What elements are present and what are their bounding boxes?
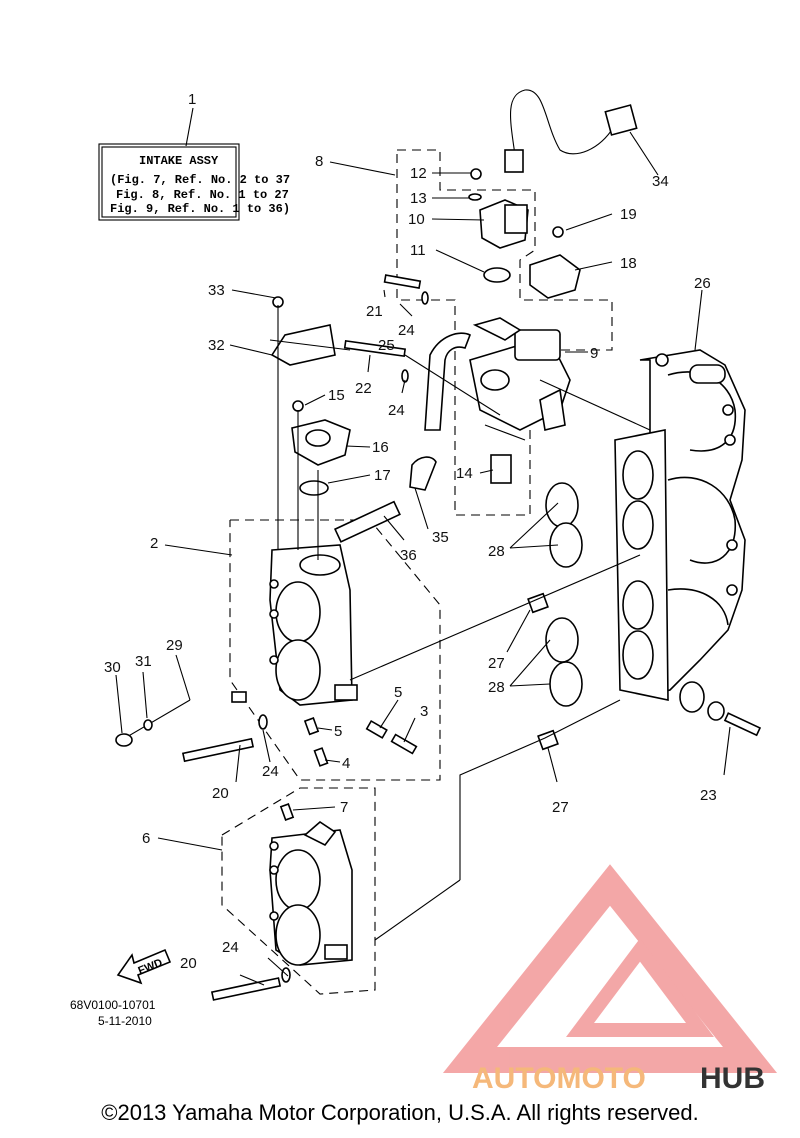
callout-19: 19 (620, 206, 637, 223)
intake-assy-legend: INTAKE ASSY (Fig. 7, Ref. No. 2 to 37 Fi… (98, 143, 290, 221)
sensor-10 (479, 199, 529, 283)
callout-25: 25 (378, 337, 395, 354)
callout-17: 17 (374, 467, 391, 484)
idle-valve-assembly (469, 317, 571, 441)
callout-5-right: 5 (394, 684, 402, 701)
callout-30: 30 (104, 659, 121, 676)
fwd-arrow: FWD (116, 948, 172, 985)
intake-manifold (614, 349, 746, 701)
leader-lines (115, 107, 731, 986)
callout-11: 11 (410, 242, 426, 259)
callout-31: 31 (135, 653, 152, 670)
callout-24-b: 24 (388, 402, 405, 419)
callout-22: 22 (355, 380, 372, 397)
callout-8: 8 (315, 153, 323, 170)
fasteners (115, 168, 762, 1001)
callout-2: 2 (150, 535, 158, 552)
callout-23: 23 (700, 787, 717, 804)
callout-16: 16 (372, 439, 389, 456)
callout-6: 6 (142, 830, 150, 847)
sensor-16 (291, 419, 351, 496)
callout-24-c: 24 (262, 763, 279, 780)
callout-20-lower: 20 (180, 955, 197, 972)
callout-1: 1 (188, 91, 196, 108)
callout-35: 35 (432, 529, 449, 546)
assembly-lines (269, 305, 651, 941)
callout-3: 3 (420, 703, 428, 720)
callout-13: 13 (410, 190, 427, 207)
callout-numbers: 1 2 3 4 5 5 6 7 8 9 10 11 12 13 14 15 16… (104, 91, 717, 972)
throttle-body-lower (269, 820, 353, 966)
callout-21: 21 (366, 303, 383, 320)
callout-28-a: 28 (488, 543, 505, 560)
callout-33: 33 (208, 282, 225, 299)
watermark-text-left: AUTOMOTO (472, 1062, 646, 1095)
callout-28-b: 28 (488, 679, 505, 696)
callout-26: 26 (694, 275, 711, 292)
legend-line-2: Fig. 8, Ref. No. 1 to 27 (116, 188, 289, 202)
bracket-32 (270, 324, 336, 366)
watermark-text-right: HUB (700, 1062, 765, 1095)
callout-7: 7 (340, 799, 348, 816)
drawing-code: 68V0100-10701 (70, 998, 156, 1012)
callout-34: 34 (652, 173, 669, 190)
callout-32: 32 (208, 337, 225, 354)
hoses (333, 332, 472, 543)
callout-29: 29 (166, 637, 183, 654)
callout-24-a: 24 (398, 322, 415, 339)
o-rings-28 (545, 482, 583, 707)
legend-title: INTAKE ASSY (139, 154, 219, 168)
legend-line-3: Fig. 9, Ref. No. 1 to 36) (110, 202, 290, 216)
callout-36: 36 (400, 547, 417, 564)
watermark-logo (442, 864, 778, 1073)
callout-5-left: 5 (334, 723, 342, 740)
callout-27-b: 27 (552, 799, 569, 816)
callout-4: 4 (342, 755, 350, 772)
sensor-18 (529, 254, 581, 299)
callout-12: 12 (410, 165, 427, 182)
callout-14: 14 (456, 465, 473, 482)
callout-20-upper: 20 (212, 785, 229, 802)
callout-9: 9 (590, 345, 598, 362)
callout-15: 15 (328, 387, 345, 404)
callout-10: 10 (408, 211, 425, 228)
callout-24-d: 24 (222, 939, 239, 956)
callout-27-a: 27 (488, 655, 505, 672)
drawing-date: 5-11-2010 (98, 1014, 152, 1028)
copyright-notice: ©2013 Yamaha Motor Corporation, U.S.A. A… (101, 1100, 699, 1125)
throttle-body-upper (269, 544, 358, 706)
wire-harness (504, 89, 638, 173)
legend-line-1: (Fig. 7, Ref. No. 2 to 37 (110, 173, 290, 187)
callout-18: 18 (620, 255, 637, 272)
